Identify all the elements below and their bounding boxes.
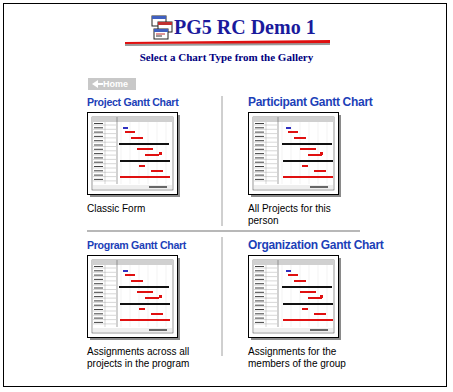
gallery-item: Program Gantt ChartAssignments across al… <box>87 238 237 370</box>
gallery-item: Participant Gantt ChartAll Projects for … <box>248 95 398 227</box>
title-icon <box>152 16 172 39</box>
chart-heading: Organization Gantt Chart <box>248 238 398 252</box>
chart-caption: All Projects for this person <box>248 203 360 227</box>
gallery-item: Organization Gantt ChartAssignments for … <box>248 238 398 370</box>
gantt-thumbnail <box>248 112 342 198</box>
divider <box>87 230 360 232</box>
back-arrow <box>90 78 104 90</box>
gantt-thumbnail <box>87 112 181 198</box>
page-subtitle: Select a Chart Type from the Gallery <box>0 51 453 63</box>
chart-caption: Classic Form <box>87 203 199 215</box>
chart-caption: Assignments for the members of the group <box>248 346 360 370</box>
page-title: PG5 RC Demo 1 <box>174 16 316 39</box>
chart-heading: Project Gantt Chart <box>87 95 237 109</box>
chart-caption: Assignments across all projects in the p… <box>87 346 199 370</box>
gallery-item: Project Gantt ChartClassic Form <box>87 95 237 215</box>
home-button: Home <box>88 78 136 90</box>
divider <box>222 96 223 226</box>
gantt-thumbnail <box>87 255 181 341</box>
title-underline <box>125 40 330 44</box>
chart-heading: Program Gantt Chart <box>87 238 237 252</box>
chart-heading: Participant Gantt Chart <box>248 95 398 109</box>
gantt-thumbnail <box>248 255 342 341</box>
divider <box>222 237 223 356</box>
button-label: Home <box>103 78 128 90</box>
